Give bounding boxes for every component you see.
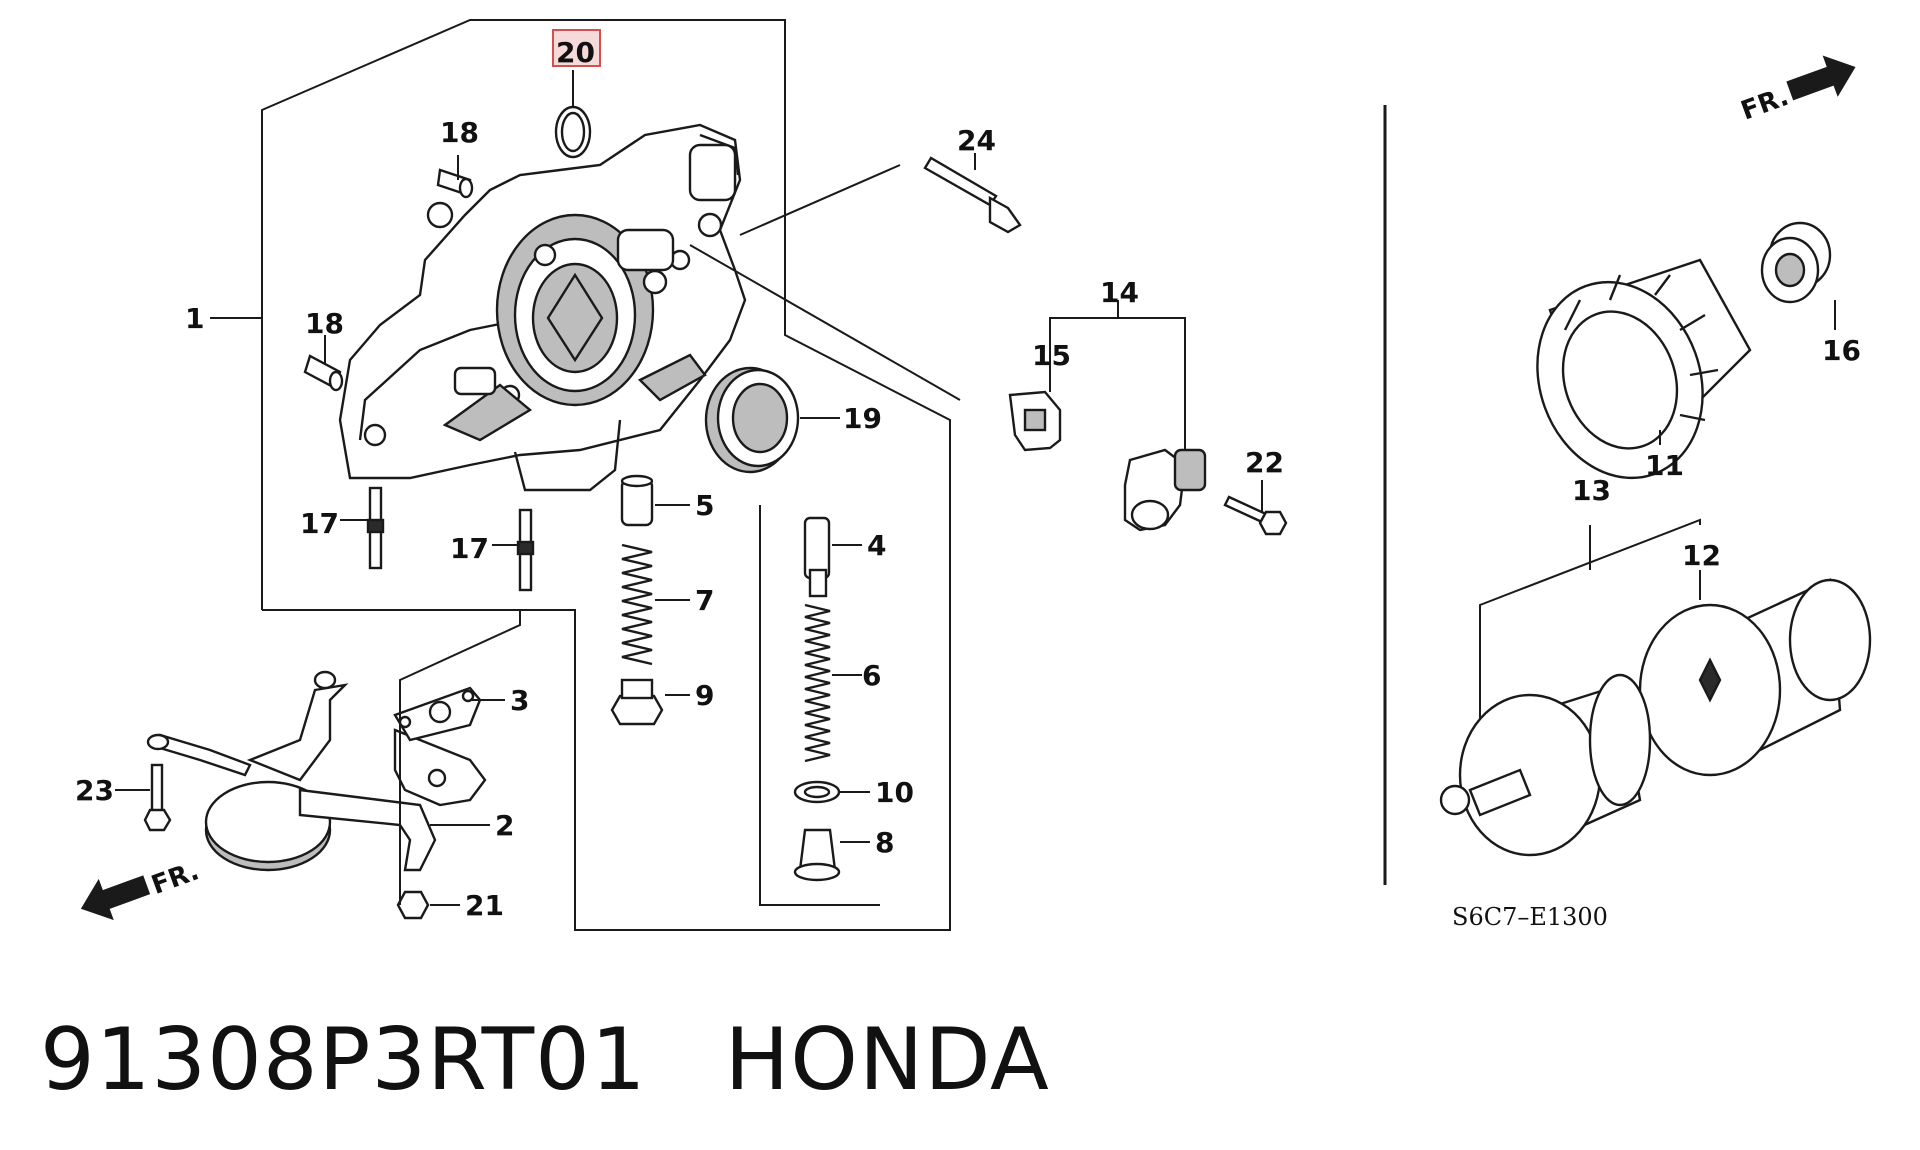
- callout-3: 3: [510, 684, 529, 717]
- dowel-pin-part-18a: [436, 168, 474, 199]
- valve-part-4: [803, 516, 831, 598]
- spring-part-6: [804, 603, 831, 763]
- oil-filter-part-13: [1439, 673, 1652, 857]
- callout-22: 22: [1245, 446, 1284, 479]
- oil-filter-part-12: [1638, 578, 1872, 777]
- dowel-pin-part-18b: [303, 354, 344, 392]
- front-arrow-top-right: FR.: [1737, 55, 1856, 127]
- group-frame-oil-pump: [261, 19, 951, 931]
- callout-15: 15: [1032, 339, 1071, 372]
- callout-8: 8: [875, 826, 894, 859]
- part-number: 91308P3RT01: [40, 1010, 647, 1110]
- callout-24: 24: [957, 124, 996, 157]
- brand-name: HONDA: [724, 1010, 1050, 1110]
- washer-part-10: [793, 780, 841, 804]
- flange-bolt-part-24: [923, 156, 1022, 234]
- sealing-bolt-part-9: [610, 678, 664, 726]
- callout-23: 23: [75, 774, 114, 807]
- group-frame-relief-valve: [759, 505, 880, 906]
- callout-18a: 18: [440, 116, 479, 149]
- diagram-reference-code: S6C7–E1300: [1452, 903, 1608, 931]
- callout-17a: 17: [300, 507, 339, 540]
- spring-part-7: [621, 543, 653, 666]
- oil-pump-part-1: [338, 123, 747, 492]
- stud-bolt-part-17a: [366, 486, 385, 570]
- gasket-part-3: [393, 686, 482, 742]
- oil-filter-part-11: [1536, 258, 1752, 480]
- callout-17b: 17: [450, 532, 489, 565]
- filter-fitting-part-16: [1760, 221, 1832, 304]
- flange-nut-part-21: [396, 890, 430, 920]
- stud-bolt-part-17b: [516, 508, 535, 592]
- front-label-bottom: FR.: [148, 856, 203, 901]
- leader-lines: [115, 70, 1836, 906]
- callout-16: 16: [1822, 334, 1861, 367]
- callout-4: 4: [867, 529, 886, 562]
- highlight-box-20: [552, 29, 601, 67]
- callout-2: 2: [495, 809, 514, 842]
- oil-pressure-switch-part-14: [1123, 448, 1207, 532]
- callout-9: 9: [695, 679, 714, 712]
- callout-5: 5: [695, 489, 714, 522]
- callout-21: 21: [465, 889, 504, 922]
- callout-18b: 18: [305, 307, 344, 340]
- callout-13: 13: [1572, 474, 1611, 507]
- relief-valve-part-5: [620, 474, 654, 527]
- callout-19: 19: [843, 402, 882, 435]
- connector-part-15: [1008, 390, 1062, 452]
- callout-10: 10: [875, 776, 914, 809]
- plug-part-8: [793, 828, 841, 882]
- front-label-top: FR.: [1737, 82, 1792, 127]
- callout-6: 6: [862, 659, 881, 692]
- callout-1: 1: [185, 302, 204, 335]
- o-ring-part-20: [554, 105, 592, 159]
- oil-strainer-part-2: [146, 670, 487, 872]
- part-caption: 91308P3RT01 HONDA: [40, 1010, 1050, 1110]
- callout-14: 14: [1100, 276, 1139, 309]
- oil-seal-part-19: [704, 366, 800, 474]
- flange-bolt-part-22: [1223, 495, 1288, 536]
- callout-7: 7: [695, 584, 714, 617]
- callout-12: 12: [1682, 539, 1721, 572]
- callout-11: 11: [1645, 449, 1684, 482]
- callout-20: 20: [556, 36, 595, 69]
- flange-bolt-part-23: [143, 763, 172, 832]
- front-arrow-bottom-left: FR.: [80, 856, 203, 921]
